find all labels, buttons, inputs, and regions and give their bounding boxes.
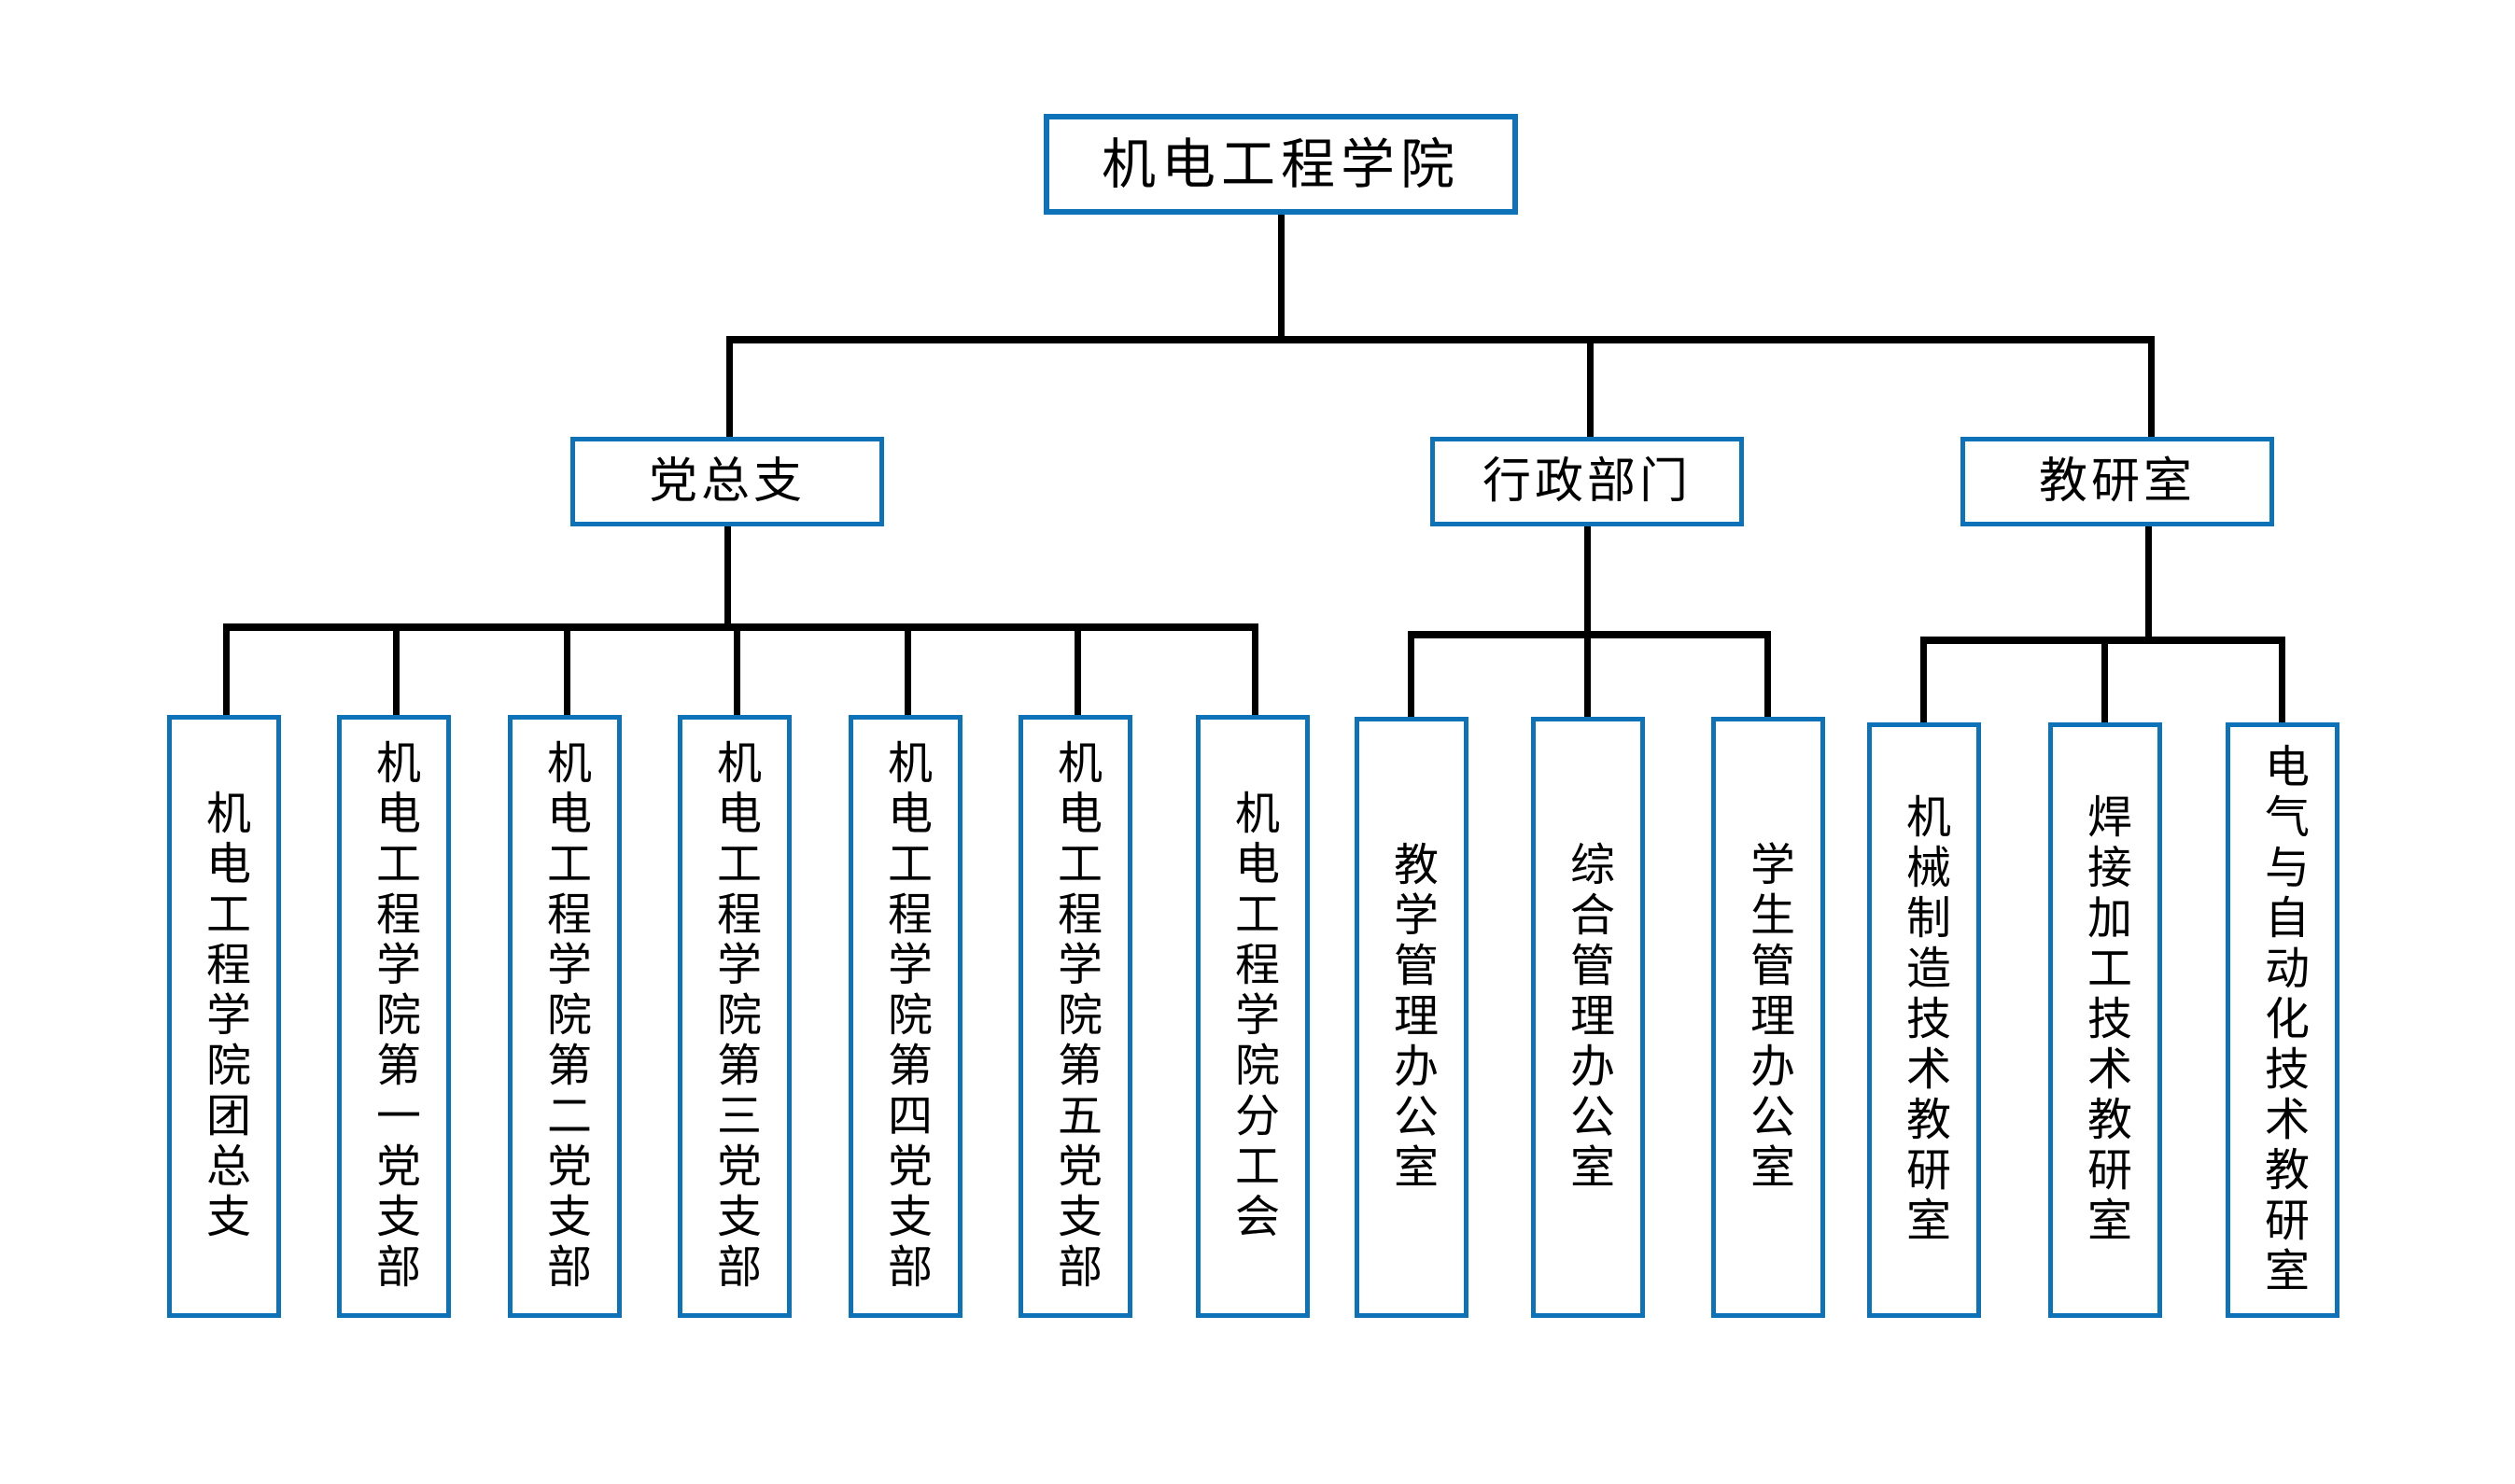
node-leaf-admin-3[interactable]: 学生管理办公室: [1711, 717, 1825, 1318]
node-leaf-party-3[interactable]: 机电工程学院第二党支部: [508, 715, 622, 1318]
connector-admin-drop-1: [1408, 631, 1414, 717]
connector-drop-teaching: [2148, 336, 2155, 437]
node-leaf-party-6-label: 机电工程学院第五党支部: [1049, 739, 1102, 1294]
connector-admin-bus: [1411, 631, 1771, 638]
node-leaf-teaching-1-label: 机械制造技术教研室: [1898, 793, 1950, 1247]
node-branch-teaching-label: 教研室: [2038, 454, 2196, 510]
node-leaf-admin-1-label: 教学管理办公室: [1385, 841, 1438, 1194]
node-leaf-party-6[interactable]: 机电工程学院第五党支部: [1019, 715, 1132, 1318]
connector-party-drop-3: [564, 623, 570, 717]
connector-teaching-drop-3: [2279, 637, 2285, 722]
connector-admin-drop-3: [1764, 631, 1771, 717]
node-leaf-party-5[interactable]: 机电工程学院第四党支部: [849, 715, 962, 1318]
connector-teaching-stem: [2145, 526, 2152, 644]
connector-party-drop-1: [223, 623, 230, 717]
node-leaf-party-1[interactable]: 机电工程学院团总支: [167, 715, 281, 1318]
node-branch-admin-label: 行政部门: [1482, 454, 1692, 510]
node-leaf-party-7[interactable]: 机电工程学院分工会: [1196, 715, 1310, 1318]
node-leaf-teaching-1[interactable]: 机械制造技术教研室: [1867, 722, 1981, 1318]
node-leaf-party-4-label: 机电工程学院第三党支部: [709, 739, 761, 1294]
node-branch-admin[interactable]: 行政部门: [1430, 437, 1744, 526]
node-leaf-admin-1[interactable]: 教学管理办公室: [1355, 717, 1468, 1318]
node-leaf-teaching-2[interactable]: 焊接加工技术教研室: [2048, 722, 2162, 1318]
connector-party-drop-6: [1075, 623, 1081, 717]
connector-party-drop-5: [905, 623, 911, 717]
node-branch-party-label: 党总支: [648, 454, 806, 510]
connector-party-stem: [724, 526, 731, 631]
node-leaf-teaching-2-label: 焊接加工技术教研室: [2079, 793, 2131, 1247]
node-leaf-party-4[interactable]: 机电工程学院第三党支部: [678, 715, 792, 1318]
node-leaf-admin-3-label: 学生管理办公室: [1742, 841, 1794, 1194]
node-leaf-party-3-label: 机电工程学院第二党支部: [539, 739, 591, 1294]
node-leaf-party-2-label: 机电工程学院第一党支部: [368, 739, 420, 1294]
node-leaf-party-1-label: 机电工程学院团总支: [198, 790, 250, 1243]
node-leaf-teaching-3[interactable]: 电气与自动化技术教研室: [2226, 722, 2339, 1318]
connector-party-drop-7: [1252, 623, 1258, 717]
connector-level2-bus: [726, 336, 2155, 343]
node-root-school-label: 机电工程学院: [1101, 133, 1460, 196]
connector-teaching-drop-2: [2101, 637, 2108, 722]
node-branch-teaching[interactable]: 教研室: [1960, 437, 2274, 526]
connector-party-drop-2: [393, 623, 400, 717]
connector-admin-drop-2: [1584, 631, 1591, 717]
connector-party-bus: [226, 623, 1258, 631]
connector-drop-admin: [1587, 336, 1594, 437]
connector-admin-stem: [1584, 526, 1591, 638]
node-leaf-party-7-label: 机电工程学院分工会: [1227, 790, 1279, 1243]
node-leaf-admin-2-label: 综合管理办公室: [1562, 841, 1614, 1194]
node-leaf-admin-2[interactable]: 综合管理办公室: [1531, 717, 1645, 1318]
node-root-school[interactable]: 机电工程学院: [1044, 114, 1518, 215]
node-branch-party[interactable]: 党总支: [570, 437, 884, 526]
node-leaf-teaching-3-label: 电气与自动化技术教研室: [2256, 743, 2309, 1297]
connector-party-drop-4: [734, 623, 740, 717]
node-leaf-party-2[interactable]: 机电工程学院第一党支部: [337, 715, 451, 1318]
node-leaf-party-5-label: 机电工程学院第四党支部: [879, 739, 932, 1294]
connector-root-trunk: [1278, 215, 1285, 338]
connector-drop-party: [726, 336, 733, 437]
connector-teaching-drop-1: [1920, 637, 1927, 722]
